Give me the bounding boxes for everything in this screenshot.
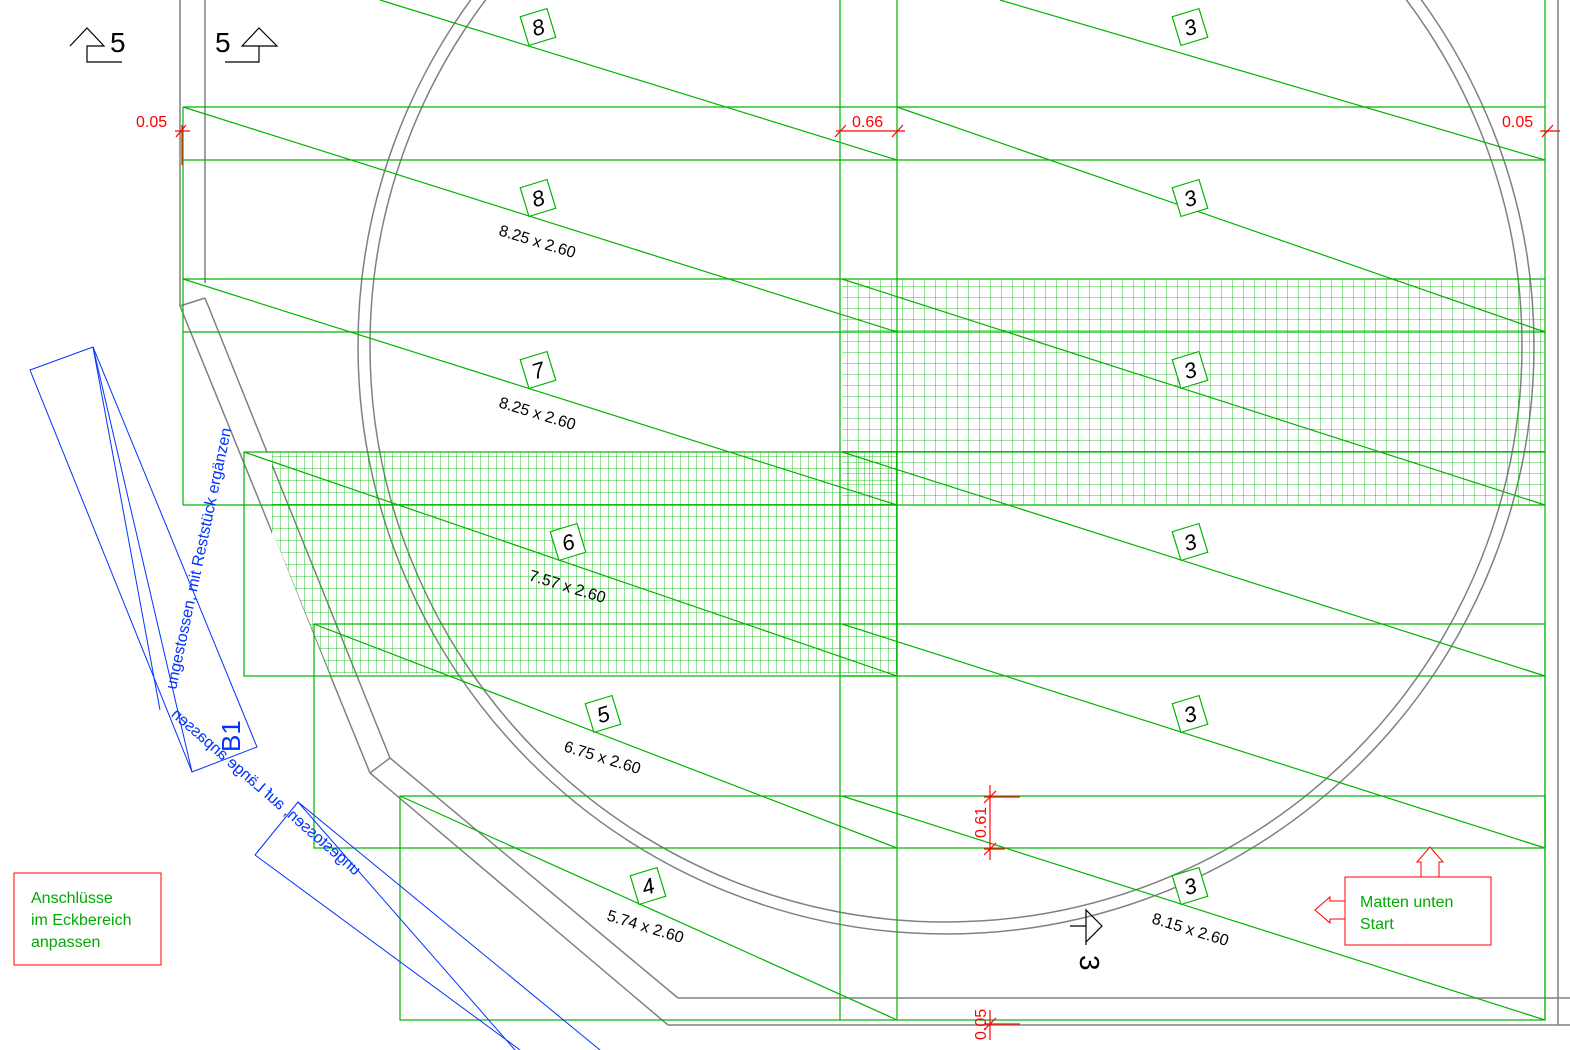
arrow-up-icon — [1415, 846, 1445, 878]
mesh-mats — [182, 0, 1546, 1021]
start-note: Matten unten Start — [1314, 846, 1492, 946]
start-note-line-2: Start — [1360, 916, 1394, 933]
mat-dimension: 8.25 x 2.60 — [497, 223, 578, 262]
lower-blue-note: ungestossen, auf Länge anpassen — [168, 706, 364, 879]
mat-label-3a: 3 — [1171, 7, 1209, 47]
section-label: 3 — [1074, 955, 1105, 971]
mesh-hatch-left — [272, 452, 897, 674]
mat-label-8a: 8 — [519, 7, 557, 47]
mat-label-5: 5 — [584, 694, 622, 734]
dimension-left-edge: 0.05 — [136, 114, 167, 131]
mat-dimension: 6.75 x 2.60 — [562, 739, 643, 778]
b1-note: ungestossen, mit Reststück ergänzen — [163, 426, 235, 691]
corner-note-line-1: Anschlüsse — [31, 890, 113, 907]
mat-label-4: 4 — [629, 866, 667, 906]
section-marker-5-right: 5 — [215, 27, 279, 63]
mat-label-7: 7 — [519, 350, 557, 390]
dimension-bottom-edge: 0.05 — [973, 1009, 990, 1040]
mat-label-6: 6 — [549, 522, 587, 562]
mat-dimension: 5.74 x 2.60 — [605, 908, 686, 947]
dimensions — [175, 124, 1560, 1040]
corner-note: Anschlüsse im Eckbereich anpassen — [13, 872, 162, 966]
section-label: 5 — [215, 27, 231, 58]
mat-label-3b: 3 — [1171, 178, 1209, 218]
b1-label: B1 — [216, 720, 246, 752]
mat-label-3e: 3 — [1171, 694, 1209, 734]
arrow-left-icon — [1314, 895, 1346, 925]
mat-label-3f: 3 — [1171, 866, 1209, 906]
dimension-joint-width: 0.66 — [852, 114, 883, 131]
section-marker-3: 3 — [1070, 908, 1105, 971]
dimension-vertical-overlap: 0.61 — [973, 807, 990, 838]
dimension-right-edge: 0.05 — [1502, 114, 1533, 131]
mat-label-3d: 3 — [1171, 522, 1209, 562]
section-marker-5-left: 5 — [69, 27, 126, 63]
mat-label-8b: 8 — [519, 178, 557, 218]
mat-label-3c: 3 — [1171, 350, 1209, 390]
start-note-line-1: Matten unten — [1360, 894, 1453, 911]
corner-note-line-2: im Eckbereich — [31, 912, 131, 929]
section-label: 5 — [110, 27, 126, 58]
corner-note-line-3: anpassen — [31, 934, 100, 951]
b1-annotation — [29, 346, 258, 773]
lower-blue-annotation — [254, 801, 601, 1050]
